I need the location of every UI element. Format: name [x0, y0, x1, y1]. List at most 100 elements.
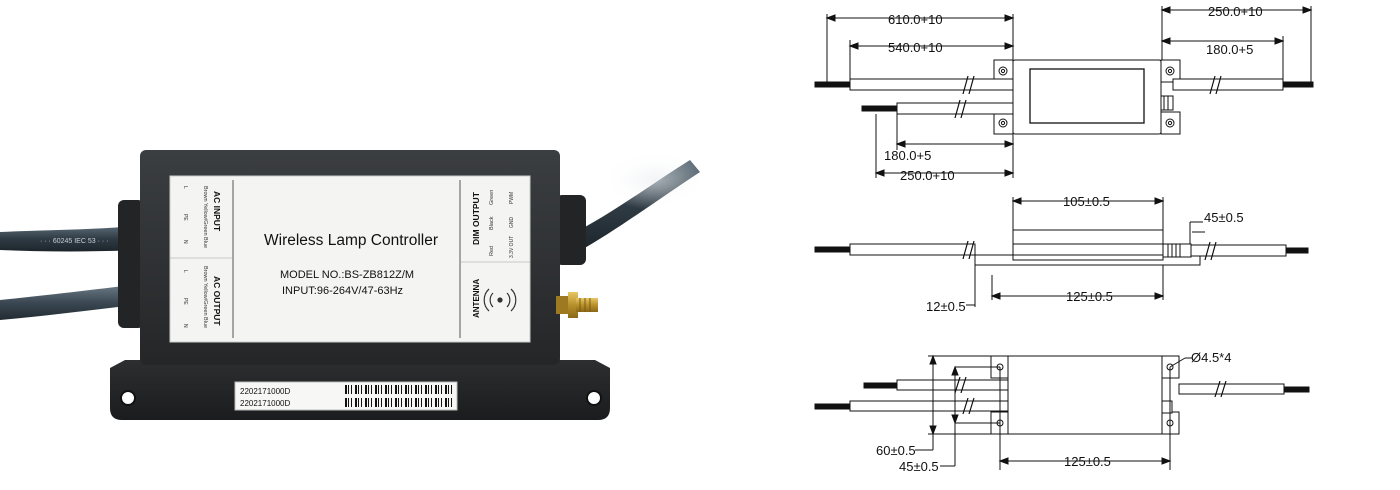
dim-105: 105±0.5 [1063, 194, 1110, 209]
dim-45-side: 45±0.5 [1204, 210, 1244, 225]
side-view [814, 197, 1309, 307]
barcode-bar [391, 398, 392, 407]
barcode-bar [435, 385, 437, 394]
bottom-view-body [1007, 355, 1163, 435]
barcode-bar [418, 385, 419, 394]
input-cable-2 [0, 285, 134, 320]
dim-wire-red: Red [489, 246, 495, 256]
label-plate [169, 175, 531, 343]
wire-end [814, 81, 851, 88]
ac-input-heading: AC INPUT [212, 191, 222, 232]
dim-180-left: 180.0+5 [884, 148, 931, 163]
barcode-text-1: 2202171000D [240, 387, 290, 396]
barcode-bar [421, 385, 422, 394]
barcode-bar [438, 398, 439, 407]
barcode-bar [451, 398, 452, 407]
barcode-bar [351, 398, 352, 407]
wire-end [814, 246, 851, 253]
technical-drawing: 610.0+10 540.0+10 250.0+10 180.0+5 180.0… [814, 4, 1314, 474]
ac-output-terminal-n: N [182, 324, 188, 328]
wireless-icon [483, 288, 517, 312]
product-photo: · · · 60245 IEC 53 · · · Wireless Lamp C… [0, 150, 710, 420]
barcode-bar [395, 398, 397, 407]
model-number: MODEL NO.:BS-ZB812Z/M [280, 269, 414, 281]
barcode-bar [385, 385, 387, 394]
barcode-bar [378, 398, 379, 407]
barcode-bar [421, 398, 422, 407]
input-rating: INPUT:96-264V/47-63Hz [282, 285, 403, 297]
input-cable [0, 226, 138, 252]
barcode-bar [358, 398, 359, 407]
wire-end [1285, 247, 1309, 254]
barcode-bar [405, 385, 407, 394]
dim-signal-gnd: GND [509, 217, 515, 229]
barcode-bar [355, 398, 357, 407]
barcode-bar [371, 398, 372, 407]
barcode-bar [351, 385, 352, 394]
dim-250-right: 250.0+10 [1208, 4, 1263, 19]
barcode-bar [361, 385, 362, 394]
dim-540: 540.0+10 [888, 40, 943, 55]
right-gland [556, 195, 586, 265]
barcode-bar [355, 385, 357, 394]
ac-input-terminal-pe: PE [182, 214, 188, 221]
ac-input-wires: Brown Yellow/Green Blue [202, 186, 208, 248]
barcode-bar [415, 385, 417, 394]
barcode-bar [388, 398, 389, 407]
barcode-bar [441, 398, 442, 407]
wire-end [814, 403, 851, 410]
ac-output-wires: Brown Yellow/Green Blue [202, 266, 208, 328]
barcode-bar [348, 398, 349, 407]
barcode-text-2: 2202171000D [240, 399, 290, 408]
barcode-bar [425, 385, 427, 394]
barcode-bar [401, 385, 402, 394]
dim-hole-dia: Ø4.5*4 [1191, 350, 1231, 365]
barcode-bar [361, 398, 362, 407]
barcode-bar [435, 398, 437, 407]
barcode-bars [345, 385, 452, 407]
barcode-bar [398, 385, 399, 394]
wire-end [1283, 386, 1310, 393]
dim-180-right: 180.0+5 [1206, 42, 1253, 57]
wire-end [861, 105, 898, 112]
barcode-bar [365, 385, 367, 394]
barcode-bar [378, 385, 379, 394]
barcode-bar [431, 385, 432, 394]
barcode-bar [431, 398, 432, 407]
wire-end [863, 382, 898, 389]
dim-125-bottom: 125±0.5 [1064, 454, 1111, 469]
barcode-bar [375, 398, 377, 407]
ac-input-terminal-l: L [182, 186, 188, 189]
barcode-bar [441, 385, 442, 394]
barcode-bar [411, 385, 412, 394]
left-gland [118, 200, 144, 328]
barcode-bar [428, 398, 429, 407]
dim-250-left: 250.0+10 [900, 168, 955, 183]
wire-end [1282, 81, 1314, 88]
barcode-bar [448, 398, 449, 407]
barcode-bar [381, 398, 382, 407]
bottom-view [814, 354, 1310, 470]
barcode-bar [381, 385, 382, 394]
dim-610: 610.0+10 [888, 12, 943, 27]
dim-signal-pwm: PWM [509, 192, 515, 204]
barcode-bar [411, 398, 412, 407]
dim-signal-3v3: 3.3V OUT [509, 236, 515, 258]
antenna-connector [556, 292, 598, 318]
mounting-hole-right [586, 390, 602, 406]
barcode-sticker: 2202171000D 2202171000D [234, 381, 458, 411]
barcode-bar [401, 398, 402, 407]
ac-output-terminal-pe: PE [182, 298, 188, 305]
barcode-bar [345, 385, 347, 394]
barcode-bar [368, 398, 369, 407]
dim-125-side: 125±0.5 [1066, 289, 1113, 304]
barcode-bar [445, 398, 447, 407]
barcode-bar [415, 398, 417, 407]
barcode-bar [391, 385, 392, 394]
product-title: Wireless Lamp Controller [264, 232, 438, 249]
barcode-bar [428, 385, 429, 394]
dim-wire-black: Black [489, 216, 495, 230]
barcode-bar [405, 398, 407, 407]
cable-print: · · · 60245 IEC 53 · · · [40, 238, 108, 245]
dim-output-heading: DIM OUTPUT [471, 191, 481, 245]
